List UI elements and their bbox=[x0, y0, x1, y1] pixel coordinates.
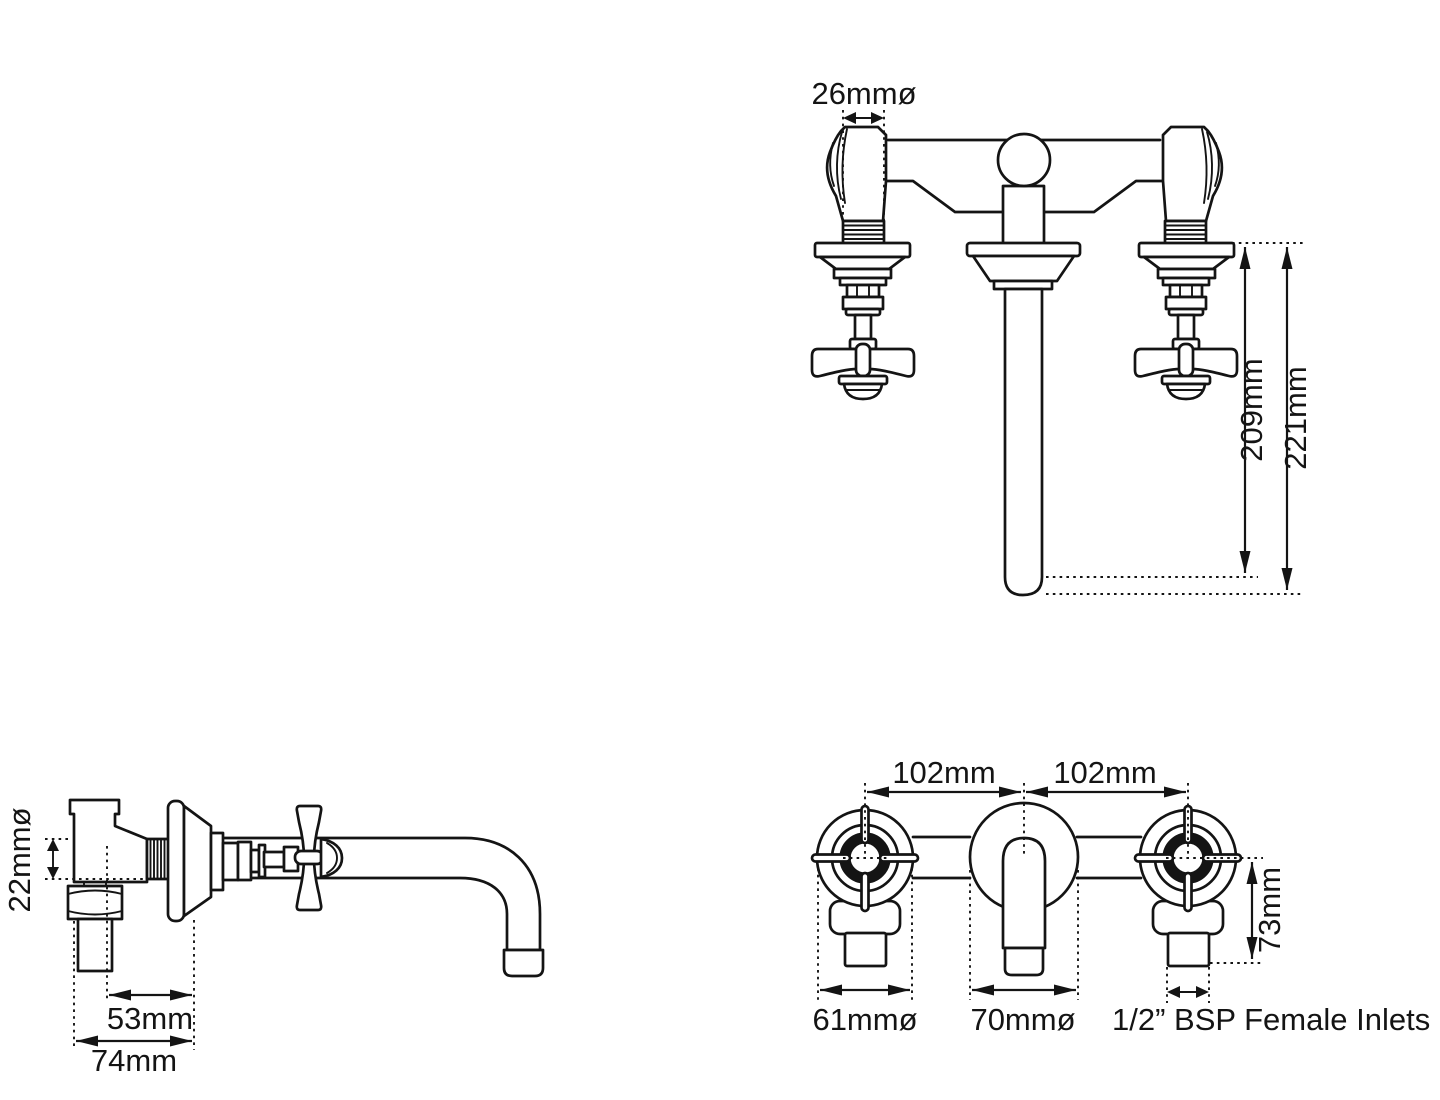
valve-body-side bbox=[68, 798, 149, 884]
dim-overall-depth: 74mm bbox=[91, 1043, 177, 1078]
valve-front bbox=[810, 125, 916, 401]
spout-column bbox=[1001, 184, 1046, 246]
dim-inlet-spec: 1/2” BSP Female Inlets bbox=[1112, 1002, 1430, 1037]
valve-front-right bbox=[1133, 125, 1239, 401]
dim-drop-to-spout-tip: 209mm bbox=[1234, 358, 1269, 461]
manifold-pipes bbox=[911, 835, 1143, 880]
dim-spout-flange-diameter: 70mmø bbox=[970, 1002, 1075, 1037]
dim-valve-flange-diameter: 61mmø bbox=[812, 1002, 917, 1037]
wall-flange-side bbox=[166, 799, 186, 923]
dim-centre-to-inlet-end: 73mm bbox=[1252, 867, 1287, 953]
dim-centre-to-wall: 53mm bbox=[107, 1001, 193, 1036]
valve-face-right bbox=[1135, 806, 1241, 966]
dim-centres-left: 102mm bbox=[892, 755, 995, 790]
valve-face bbox=[810, 804, 920, 968]
dim-valve-head-diameter: 26mmø bbox=[811, 76, 916, 111]
spout-escutcheon bbox=[965, 241, 1082, 258]
face-view: 102mm 102mm 61mmø 70mmø 73mm 1/2” BSP Fe… bbox=[810, 755, 1430, 1037]
dim-overall-drop: 221mm bbox=[1278, 366, 1313, 469]
spout-face bbox=[1001, 836, 1047, 950]
ball-joint bbox=[996, 132, 1052, 188]
front-elevation-view: 26mmø 209mm 221mm bbox=[810, 76, 1313, 597]
dim-centres-right: 102mm bbox=[1053, 755, 1156, 790]
side-elevation-view: 22mmø 53mm 74mm bbox=[2, 798, 545, 1078]
spout-tube bbox=[1003, 287, 1044, 597]
dim-pipe-diameter: 22mmø bbox=[2, 807, 37, 912]
